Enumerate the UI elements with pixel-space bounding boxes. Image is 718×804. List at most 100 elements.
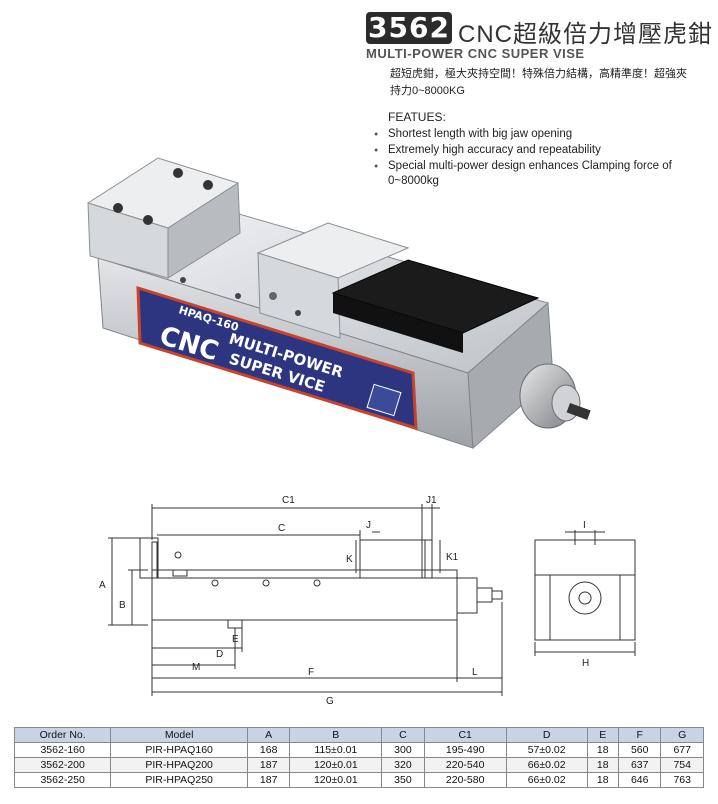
side-hole — [180, 277, 186, 283]
table-cell: 220-540 — [423, 757, 507, 773]
bolt-hole — [269, 292, 277, 300]
dim-label-m: M — [192, 662, 200, 673]
product-label-plate — [136, 285, 418, 431]
table-cell: 66±0.02 — [505, 757, 588, 773]
drawing-end-view — [534, 539, 636, 641]
page-title-en: MULTI-POWER CNC SUPER VISE — [366, 46, 585, 61]
spec-table: Order No. Model A B C C1 D E F G 3562-16… — [13, 727, 704, 788]
dim-label-j: J — [366, 520, 371, 531]
table-header: Order No. — [13, 727, 112, 743]
table-cell: 66±0.02 — [505, 772, 588, 788]
technical-drawing: C1 J1 C J K K1 A B E D M F L G I H — [99, 495, 636, 707]
dim-label-g: G — [326, 696, 334, 707]
drawing-base — [151, 577, 458, 621]
drawing-hole — [313, 579, 321, 587]
dim-label-e: E — [232, 634, 239, 645]
description-cn: 超短虎鉗，極大夾持空間！特殊倍力結構，高精準度！超強夾 持力0~8000KG — [390, 66, 690, 100]
side-hole — [235, 293, 241, 299]
table-cell: 637 — [617, 757, 662, 773]
table-header: E — [586, 727, 619, 743]
table-cell: PIR-HPAQ200 — [110, 757, 248, 773]
table-cell: 3562-250 — [13, 772, 112, 788]
jaw-plate-black — [331, 259, 540, 334]
drawing-fixed-jaw — [139, 537, 159, 579]
features-heading: FEATUES: — [388, 110, 446, 124]
drawing-fixed-jaw-block — [151, 541, 158, 579]
table-cell: 168 — [246, 742, 291, 758]
table-cell: 187 — [246, 772, 291, 788]
model-number-badge: 3562 — [366, 12, 452, 44]
dim-label-c1: C1 — [282, 495, 295, 506]
drawing-spindle — [476, 587, 493, 603]
table-cell: PIR-HPAQ250 — [110, 772, 248, 788]
jaw-plate-black-front — [333, 293, 463, 353]
drawing-hole — [262, 579, 270, 587]
dim-label-i: I — [583, 520, 586, 531]
table-header: D — [505, 727, 588, 743]
drawing-hole — [211, 579, 219, 587]
table-cell: 187 — [246, 757, 291, 773]
table-cell: 220-580 — [423, 772, 507, 788]
dim-label-l: L — [472, 667, 478, 678]
table-cell: 3562-200 — [13, 757, 112, 773]
table-cell: PIR-HPAQ160 — [110, 742, 248, 758]
table-cell: 18 — [586, 772, 619, 788]
vise-spindle-shaft — [566, 403, 591, 420]
table-cell: 754 — [660, 757, 704, 773]
table-header: C — [381, 727, 425, 743]
dim-label-b: B — [119, 600, 126, 611]
table-header: A — [246, 727, 291, 743]
bolt-hole — [203, 180, 213, 190]
moving-jaw-front — [257, 252, 341, 339]
drawing-key — [227, 619, 243, 629]
table-cell: 120±0.01 — [289, 757, 383, 773]
dim-label-j1: J1 — [426, 495, 437, 506]
table-row: 3562-160 PIR-HPAQ160 168 115±0.01 300 19… — [13, 742, 704, 758]
table-cell: 3562-160 — [13, 742, 112, 758]
drawing-moving-jaw — [359, 539, 426, 579]
table-row: 3562-250 PIR-HPAQ250 187 120±0.01 350 22… — [13, 772, 704, 788]
table-cell: 18 — [586, 742, 619, 758]
bolt-hole — [143, 215, 153, 225]
drawing-spindle-end — [491, 590, 503, 600]
table-header: G — [660, 727, 704, 743]
page-title-cn: CNC超級倍力增壓虎鉗 — [458, 21, 713, 48]
feature-item: Special multi-power design enhances Clam… — [374, 159, 704, 189]
table-cell: 320 — [381, 757, 425, 773]
product-image-vise: HPAQ-160 CNC MULTI-POWER SUPER VICE PATE… — [86, 157, 591, 450]
table-header-row: Order No. Model A B C C1 D E F G — [13, 727, 704, 743]
drawing-base-top — [151, 569, 458, 579]
fixed-jaw-side — [167, 182, 241, 279]
dim-label-c: C — [278, 523, 285, 534]
table-header: F — [617, 727, 662, 743]
table-cell: 350 — [381, 772, 425, 788]
table-cell: 57±0.02 — [505, 742, 588, 758]
dim-label-a: A — [99, 580, 106, 591]
dim-label-d: D — [216, 649, 223, 660]
table-header: Model — [110, 727, 248, 743]
table-cell: 677 — [660, 742, 704, 758]
table-cell: 120±0.01 — [289, 772, 383, 788]
description-cn-line1: 超短虎鉗，極大夾持空間！特殊倍力結構，高精準度！超強夾 — [390, 68, 687, 80]
table-cell: 115±0.01 — [289, 742, 383, 758]
dim-label-k1: K1 — [446, 552, 459, 563]
table-cell: 646 — [617, 772, 662, 788]
drawing-end-view-bore — [568, 581, 602, 615]
side-hole — [295, 310, 301, 316]
drawing-spindle-housing — [456, 577, 478, 614]
feature-item: Shortest length with big jaw opening — [374, 127, 704, 142]
table-cell: 195-490 — [423, 742, 507, 758]
bolt-hole — [173, 168, 183, 178]
features-list: Shortest length with big jaw opening Ext… — [374, 127, 704, 190]
dim-label-h: H — [582, 658, 589, 669]
table-cell: 763 — [660, 772, 704, 788]
dim-label-k: K — [346, 554, 353, 565]
description-cn-line2: 持力0~8000KG — [390, 85, 465, 97]
table-header: C1 — [423, 727, 507, 743]
patent-logo — [366, 383, 402, 417]
table-cell: 18 — [586, 757, 619, 773]
drawing-moving-jaw-plate — [421, 539, 433, 579]
table-cell: 560 — [617, 742, 662, 758]
feature-item: Extremely high accuracy and repeatabilit… — [374, 143, 704, 158]
bolt-hole — [113, 203, 123, 213]
